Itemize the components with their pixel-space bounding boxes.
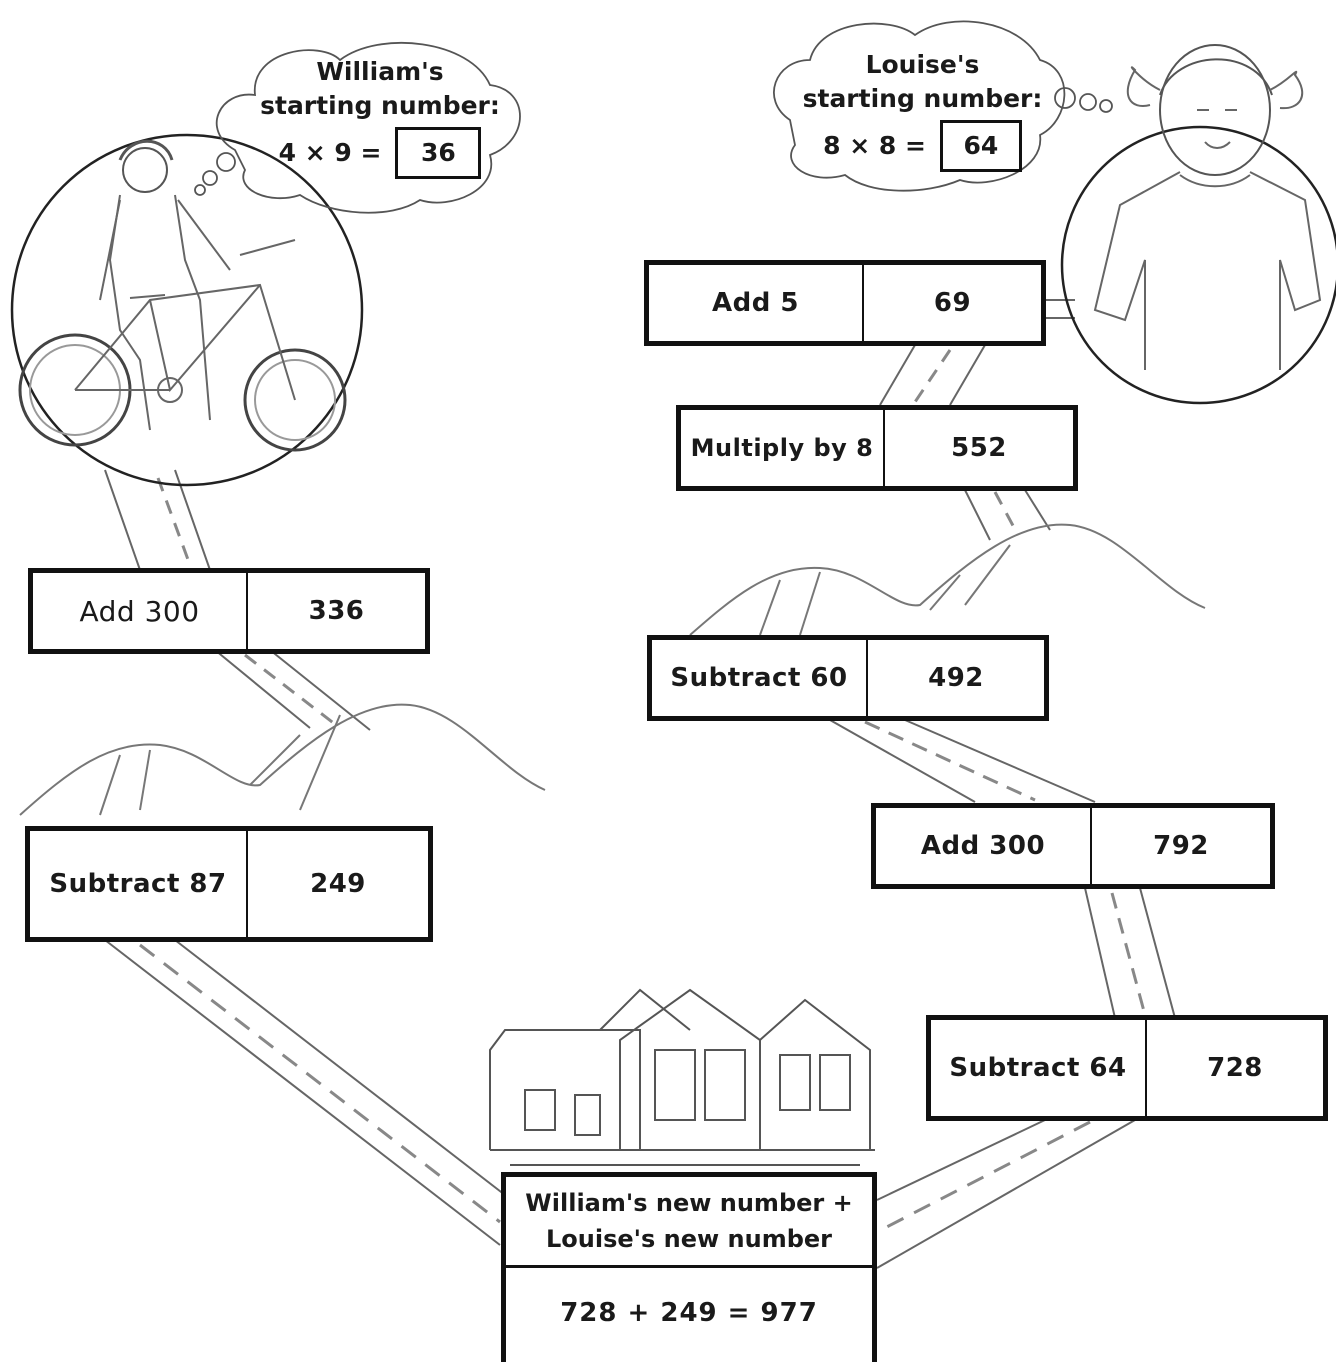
thought-bubbles [194,20,1113,214]
step-operation: Subtract 60 [652,640,868,716]
hills-left [19,703,546,816]
william-starting-number: 36 [395,127,482,179]
step-operation: Add 5 [649,265,864,341]
step-result: 336 [308,596,365,626]
step-operation: Add 300 [876,808,1092,884]
step-operation: Subtract 87 [30,831,248,937]
road-william [104,469,506,1246]
william-heading-sub: starting number: [260,91,500,120]
louise-step-2: Multiply by 8 552 [676,405,1078,491]
step-result: 249 [310,869,366,899]
step-result: 792 [1153,831,1209,861]
louise-starting-number: 64 [939,120,1022,172]
final-calculation: 728 + 249 = 977 [560,1298,818,1328]
louise-heading-sub: starting number: [802,84,1043,113]
louise-step-4: Add 300 792 [871,803,1275,889]
final-sum-heading: William's new number + Louise's new numb… [506,1177,872,1268]
louise-thought-bubble: Louise's starting number: 8 × 8 = 64 [800,48,1045,172]
final-heading-line-1: William's new number + [525,1189,853,1217]
louise-start-equation: 8 × 8 = 64 [800,120,1045,172]
william-thought-bubble: William's starting number: 4 × 9 = 36 [255,55,505,179]
louise-expression: 8 × 8 = [823,131,926,160]
hills-right [689,523,1206,636]
louise-step-1: Add 5 69 [644,260,1046,346]
william-illustration [10,133,364,487]
road-louise [829,299,1176,1269]
william-heading: William's [316,57,444,86]
louise-illustration [1060,44,1336,405]
william-step-2: Subtract 87 249 [25,826,433,942]
william-expression: 4 × 9 = [278,138,382,167]
step-operation: Add 300 [33,573,248,649]
louise-step-5: Subtract 64 728 [926,1015,1328,1121]
step-result: 69 [933,288,972,318]
william-start-equation: 4 × 9 = 36 [255,127,505,179]
louise-heading: Louise's [865,50,980,79]
school-illustration [489,988,875,1166]
final-sum-box: William's new number + Louise's new numb… [501,1172,877,1362]
step-operation: Subtract 64 [931,1020,1147,1116]
step-result: 728 [1207,1053,1263,1083]
louise-step-3: Subtract 60 492 [647,635,1049,721]
step-result: 552 [951,433,1007,463]
step-result: 492 [928,663,984,693]
step-operation: Multiply by 8 [681,410,885,486]
final-heading-line-2: Louise's new number [545,1225,832,1253]
william-step-1: Add 300 336 [28,568,430,654]
